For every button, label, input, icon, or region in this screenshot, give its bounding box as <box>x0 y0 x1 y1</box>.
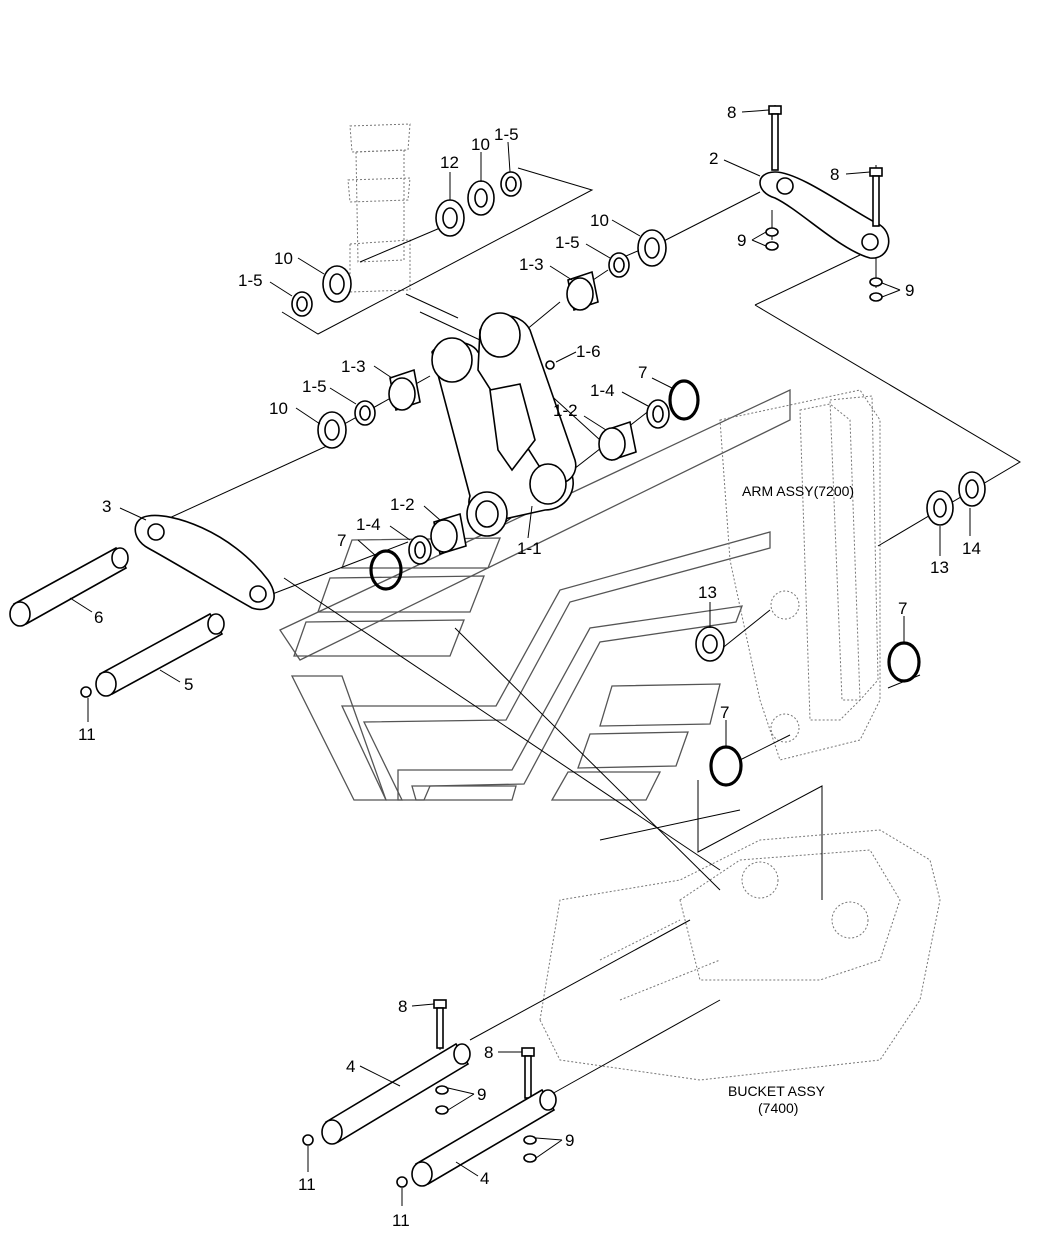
watermark-logo <box>279 388 791 801</box>
nuts-9-b <box>869 277 883 302</box>
bucket-assy-label-line1: BUCKET ASSY <box>728 1083 826 1099</box>
washer-10-left <box>322 265 352 303</box>
oring-7-mid <box>709 745 743 787</box>
label-10-top: 10 <box>471 135 490 154</box>
label-1-3-top: 1-3 <box>519 255 544 274</box>
ghost-boom-cylinder <box>347 123 411 293</box>
label-9-b: 9 <box>905 281 914 300</box>
label-1-2-right: 1-2 <box>553 401 578 420</box>
bucket-assy-label-line2: (7400) <box>758 1100 798 1116</box>
seal-1-5-left <box>291 291 313 317</box>
label-10-low: 10 <box>269 399 288 418</box>
label-2: 2 <box>709 149 718 168</box>
label-12: 12 <box>440 153 459 172</box>
guide-lines <box>164 105 1021 1100</box>
label-4-a: 4 <box>346 1057 355 1076</box>
label-7-mid: 7 <box>720 703 729 722</box>
shim-14 <box>958 471 986 507</box>
label-1-2-left: 1-2 <box>390 495 415 514</box>
grease-nipple-1-6 <box>545 360 555 370</box>
bushing-1-3-top <box>566 270 599 312</box>
label-8-top: 8 <box>727 103 736 122</box>
label-9-a: 9 <box>737 231 746 250</box>
label-10-mid: 10 <box>590 211 609 230</box>
label-1-1: 1-1 <box>517 539 542 558</box>
label-11-left: 11 <box>78 725 96 744</box>
pin-4-b <box>411 1088 557 1187</box>
label-1-4-right: 1-4 <box>590 381 615 400</box>
label-4-b: 4 <box>480 1169 489 1188</box>
label-1-6: 1-6 <box>576 342 601 361</box>
label-5: 5 <box>184 675 193 694</box>
label-8-bot1: 8 <box>398 997 407 1016</box>
label-1-5-low: 1-5 <box>302 377 327 396</box>
label-10-left: 10 <box>274 249 293 268</box>
link-plate-2 <box>759 171 890 259</box>
ghost-arm-assembly <box>719 389 881 761</box>
label-7-top: 7 <box>638 363 647 382</box>
label-14: 14 <box>962 539 981 558</box>
shim-13-mid <box>695 626 725 662</box>
label-1-4-left: 1-4 <box>356 515 381 534</box>
label-13-mid: 13 <box>698 583 717 602</box>
washer-10-top <box>467 180 495 216</box>
label-7-left: 7 <box>337 531 346 550</box>
bolt-8-bot1 <box>433 999 447 1049</box>
callout-leaders <box>69 109 971 1206</box>
oring-7-top <box>668 379 700 421</box>
label-11-b1: 11 <box>298 1175 316 1194</box>
bolt-8-top <box>768 105 782 171</box>
seal-1-5-low <box>354 400 376 426</box>
label-1-5-top: 1-5 <box>494 125 519 144</box>
label-7-right: 7 <box>898 599 907 618</box>
oring-7-left <box>369 549 403 591</box>
label-3: 3 <box>102 497 111 516</box>
bushing-1-3-mid <box>388 368 421 412</box>
label-8-right: 8 <box>830 165 839 184</box>
seal-1-4-right <box>646 399 670 429</box>
seal-1-5-top <box>500 171 522 197</box>
label-6: 6 <box>94 608 103 627</box>
bolt-11-b2 <box>396 1176 408 1188</box>
label-1-3-mid: 1-3 <box>341 357 366 376</box>
ghost-bucket-assembly <box>539 829 941 1081</box>
bolt-8-right <box>869 167 883 227</box>
label-9-d: 9 <box>565 1131 574 1150</box>
label-1-5-mid: 1-5 <box>555 233 580 252</box>
bolt-11-left <box>80 686 92 698</box>
label-11-b2: 11 <box>392 1211 410 1230</box>
label-9-c: 9 <box>477 1085 486 1104</box>
pin-5 <box>95 612 225 697</box>
pin-6 <box>9 546 129 627</box>
label-8-bot2: 8 <box>484 1043 493 1062</box>
assembly-labels: ARM ASSY(7200) BUCKET ASSY (7400) <box>728 483 854 1116</box>
label-13-right: 13 <box>930 558 949 577</box>
arm-assy-label: ARM ASSY(7200) <box>742 483 854 499</box>
pin-4-a <box>321 1042 471 1145</box>
washer-10-mid <box>637 229 667 267</box>
bolt-8-bot2 <box>521 1047 535 1099</box>
bolt-11-b1 <box>302 1134 314 1146</box>
shim-13-right <box>926 490 954 526</box>
label-1-5-left: 1-5 <box>238 271 263 290</box>
bushing-1-2-right <box>598 420 637 462</box>
part-number-labels: 8 2 8 9 9 12 10 1-5 10 1-5 10 1-5 1-3 1-… <box>78 103 981 1230</box>
washer-12 <box>435 199 465 237</box>
seal-1-5-mid <box>608 252 630 278</box>
oring-7-right <box>887 641 921 683</box>
seal-1-4-left <box>408 535 432 565</box>
link-plate-3 <box>134 514 275 611</box>
main-link-1-1 <box>431 312 577 537</box>
bushing-1-2-left <box>430 512 467 556</box>
washer-10-low <box>317 411 347 449</box>
nuts-9-d <box>523 1135 537 1163</box>
nuts-9-c <box>435 1085 449 1115</box>
